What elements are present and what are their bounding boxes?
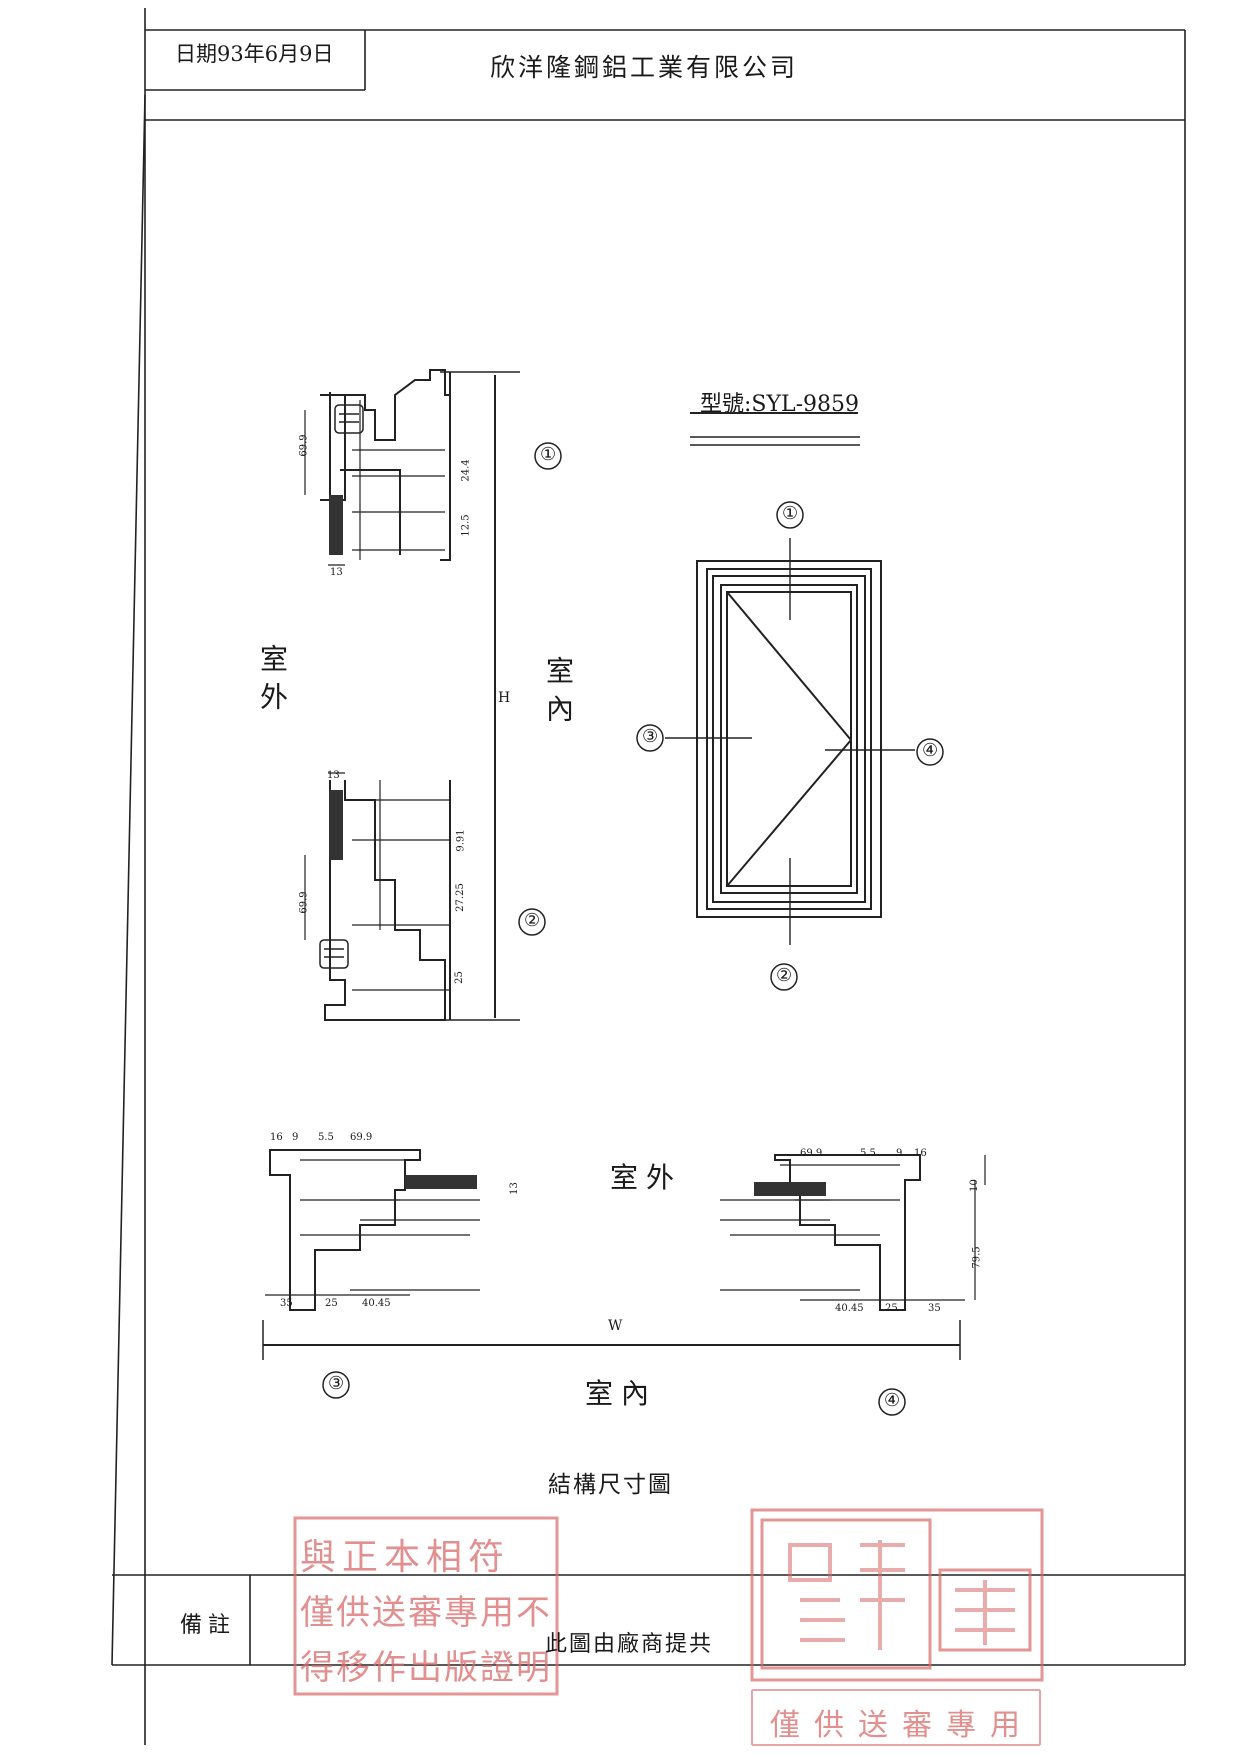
dim-left-40-45: 40.45 [362, 1298, 391, 1309]
header-company: 欣洋隆鋼鋁工業有限公司 [490, 53, 799, 82]
dim-right-69-9: 69.9 [800, 1148, 823, 1159]
inside-label-right: 室內 [542, 656, 575, 732]
section-marker-1: ① [540, 444, 557, 465]
door-marker-3: ③ [642, 726, 659, 747]
outside-label-bottom: 室外 [610, 1161, 683, 1194]
width-label: W [608, 1318, 623, 1334]
dim-left-69-9: 69.9 [350, 1132, 373, 1143]
door-marker-4: ④ [922, 740, 939, 761]
dim-left-5-5: 5.5 [318, 1132, 334, 1143]
dim-right-16: 16 [914, 1148, 927, 1159]
door-marker-2: ② [776, 965, 793, 986]
outside-label-left: 室外 [256, 644, 289, 720]
header-date: 日期93年6月9日 [175, 42, 334, 66]
dim-right-40-45: 40.45 [835, 1303, 864, 1314]
stamp-right-bottom: 僅供送審專用 [770, 1708, 1034, 1743]
section-marker-2: ② [524, 910, 541, 931]
drawing-title: 結構尺寸圖 [548, 1472, 673, 1498]
dim-left-9: 9 [292, 1132, 299, 1143]
stamp-line-2: 僅供送審專用不 [300, 1593, 552, 1633]
dim-top-13: 13 [330, 567, 343, 578]
inside-label-bottom: 室內 [585, 1377, 658, 1410]
dim-right-25: 25 [885, 1303, 898, 1314]
remark-text: 此圖由廠商提共 [545, 1632, 714, 1657]
door-marker-1: ① [782, 503, 799, 524]
dim-bottom-13: 13 [327, 770, 340, 781]
dim-left-25: 25 [325, 1298, 338, 1309]
height-label: H [498, 690, 511, 706]
stamp-line-1: 與正本相符 [300, 1537, 511, 1578]
hsection-marker-4: ④ [884, 1390, 901, 1411]
hsection-marker-3: ③ [328, 1373, 345, 1394]
dim-right-5-5: 5.5 [860, 1148, 876, 1159]
remark-label: 備註 [180, 1613, 237, 1638]
dim-right-9: 9 [896, 1148, 903, 1159]
dim-right-35: 35 [928, 1303, 941, 1314]
stamp-line-3: 得移作出版證明 [300, 1648, 552, 1688]
dim-left-16: 16 [270, 1132, 283, 1143]
dim-left-35: 35 [280, 1298, 293, 1309]
